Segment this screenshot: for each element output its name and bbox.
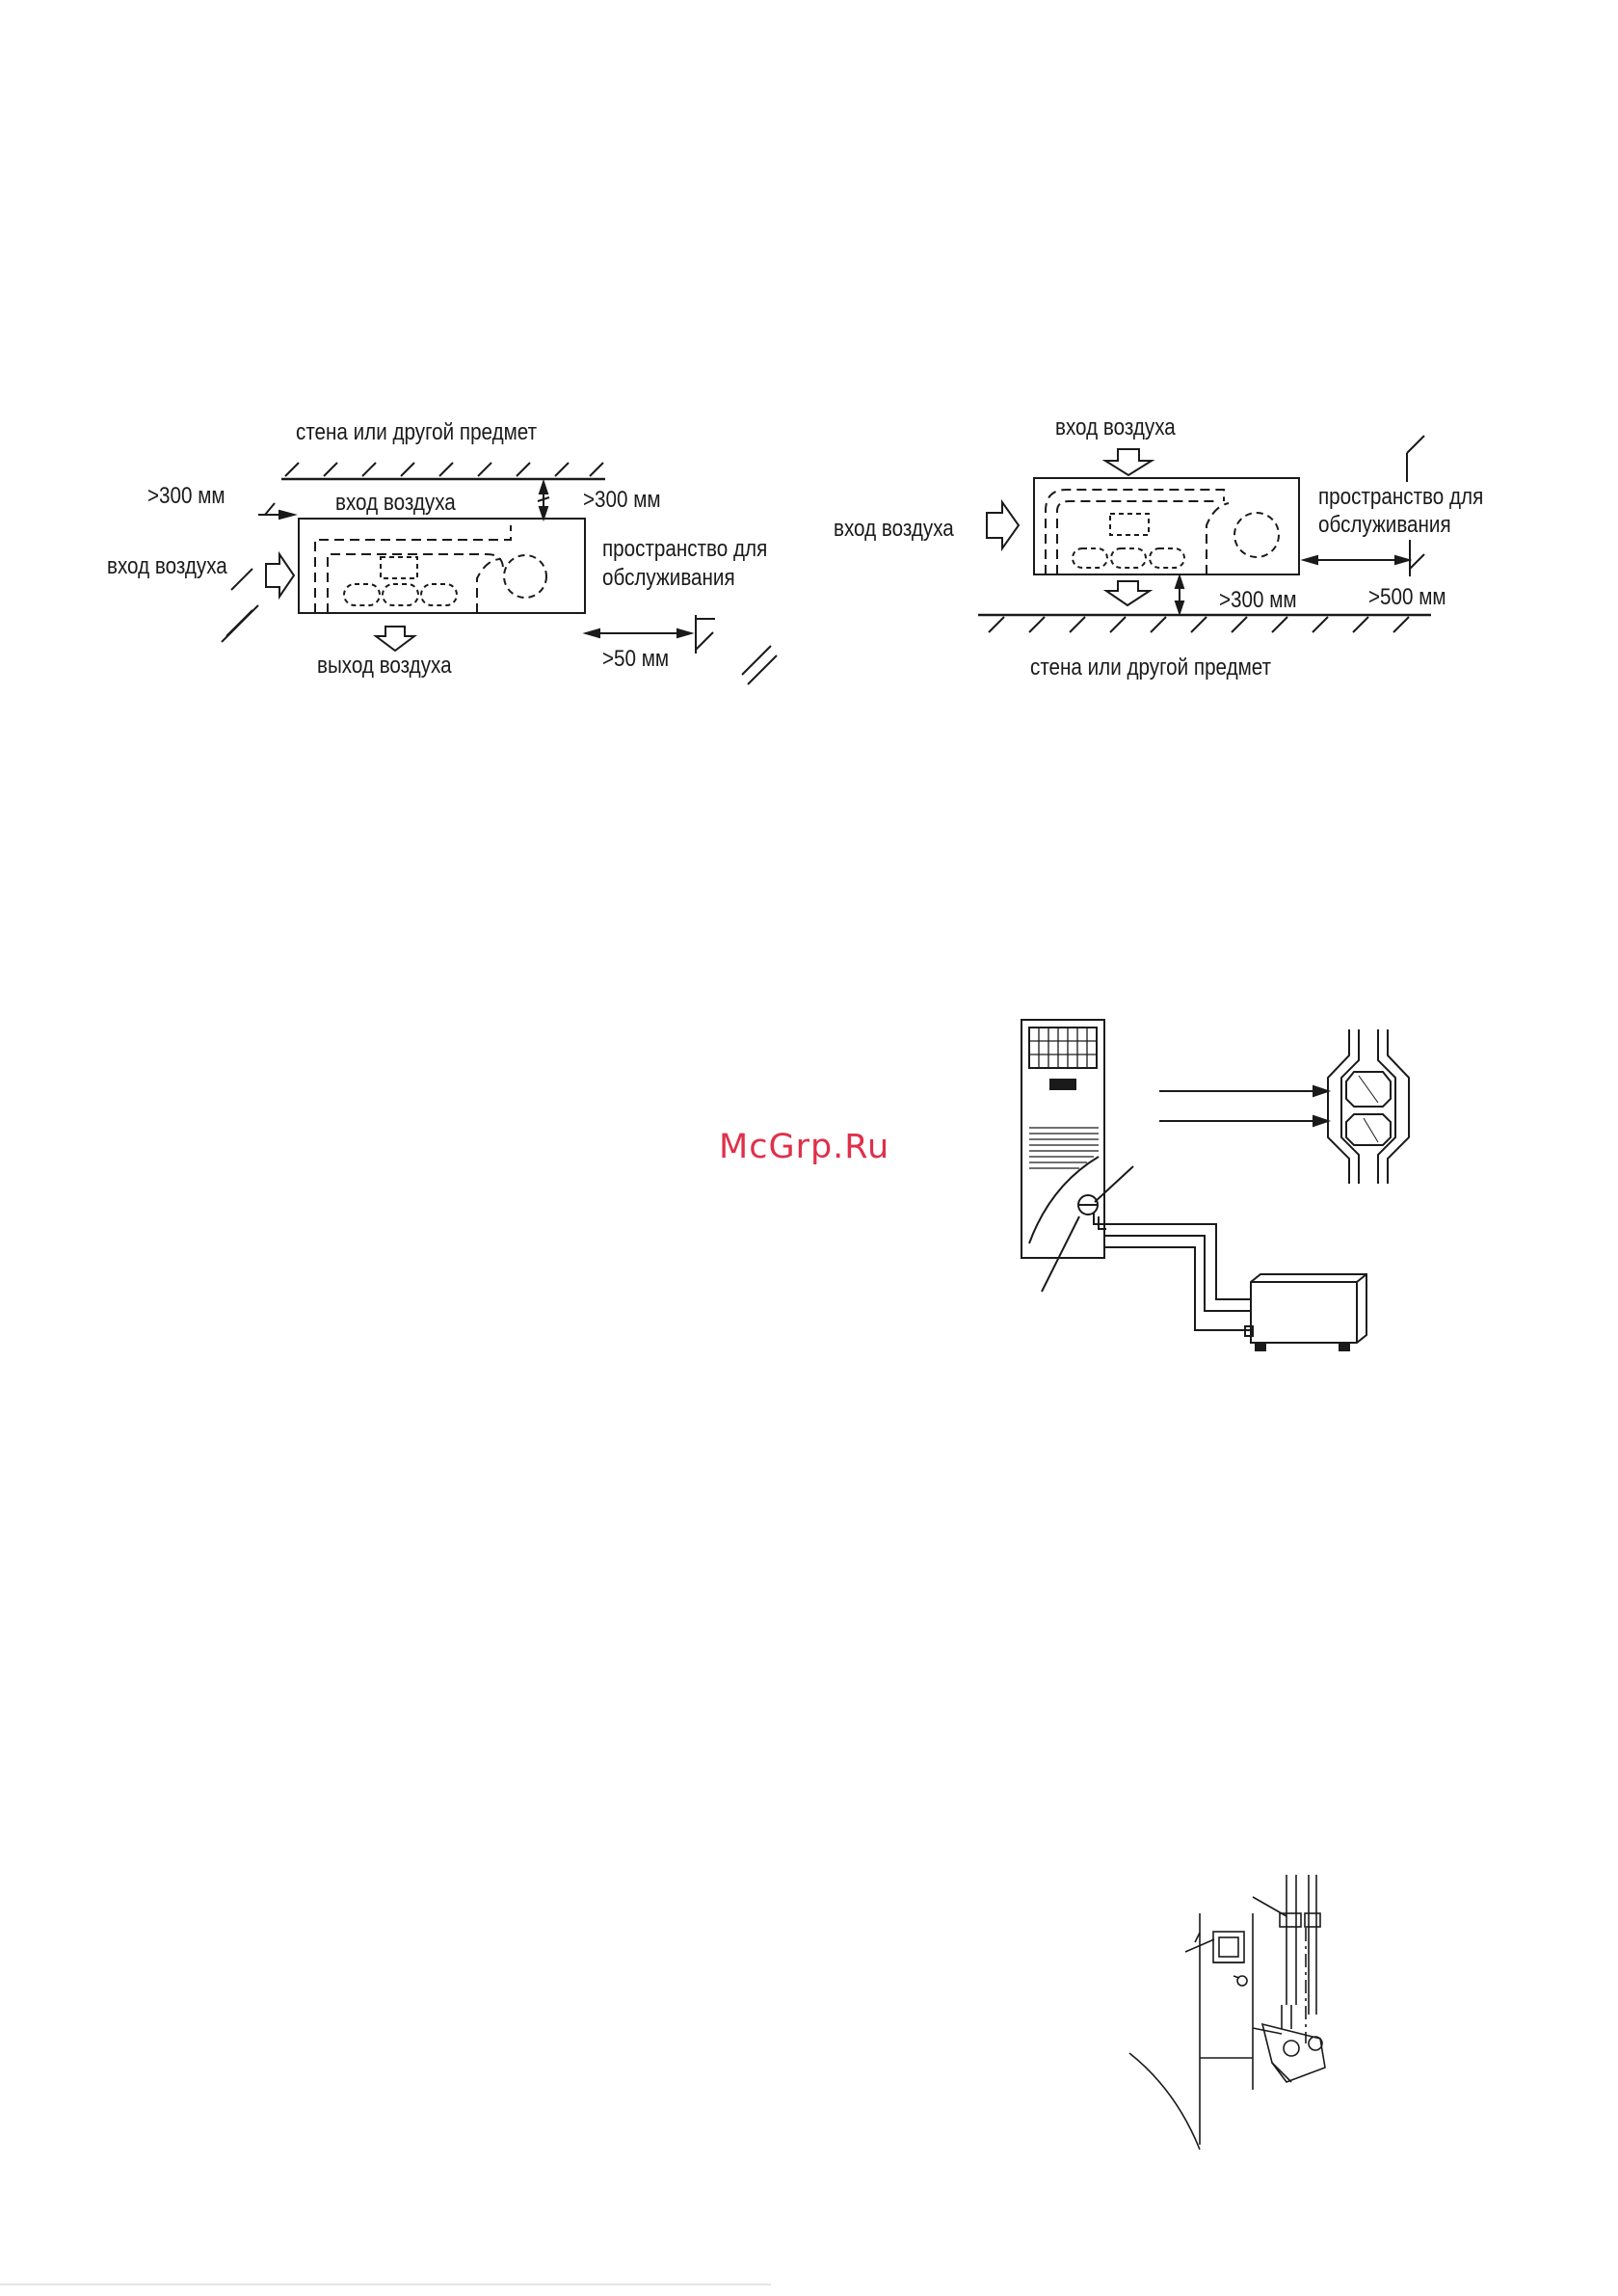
air-inlet-arrow-left: [266, 554, 294, 597]
pipe-insulation-cross-section: [1328, 1029, 1409, 1184]
fig1-air-outlet: выход воздуха: [317, 654, 452, 678]
figure-3-piping-connection: [1021, 1020, 1409, 1350]
air-outlet-arrow: [376, 627, 414, 651]
air-inlet-arrow-top: [1105, 449, 1152, 475]
fig1-air-inlet-top: вход воздуха: [335, 492, 456, 515]
fig2-air-inlet-left: вход воздуха: [834, 518, 954, 541]
indoor-unit-body: [299, 519, 585, 613]
floor-hatching: [989, 617, 1409, 632]
fig2-dim-right: >500 мм: [1368, 586, 1446, 609]
fig2-dim-bottom: >300 мм: [1219, 589, 1297, 612]
fig2-air-inlet-top: вход воздуха: [1055, 416, 1176, 440]
fig1-dim-left: >300 мм: [147, 485, 225, 508]
fig1-service-space-line1: пространство для: [602, 538, 767, 561]
fig1-dim-bottom-right: >50 мм: [602, 648, 669, 671]
fig1-service-space-line2: обслуживания: [602, 567, 735, 590]
outdoor-unit: [1245, 1274, 1366, 1350]
fig2-service-space-line1: пространство для: [1318, 486, 1483, 509]
air-inlet-arrow-left: [987, 502, 1019, 548]
fig1-wall-label: стена или другой предмет: [296, 421, 537, 444]
indoor-unit-body: [1034, 478, 1299, 574]
air-outlet-arrow: [1106, 581, 1150, 605]
figure-4-valve-detail: [1129, 1875, 1325, 2149]
fig2-wall-label: стена или другой предмет: [1030, 656, 1271, 680]
fig1-dim-top-right: >300 мм: [583, 489, 661, 512]
fig1-air-inlet-left: вход воздуха: [107, 555, 227, 578]
fig2-service-space-line2: обслуживания: [1318, 514, 1451, 537]
wall-hatching: [285, 463, 603, 476]
watermark-text: McGrp.Ru: [719, 1128, 889, 1166]
